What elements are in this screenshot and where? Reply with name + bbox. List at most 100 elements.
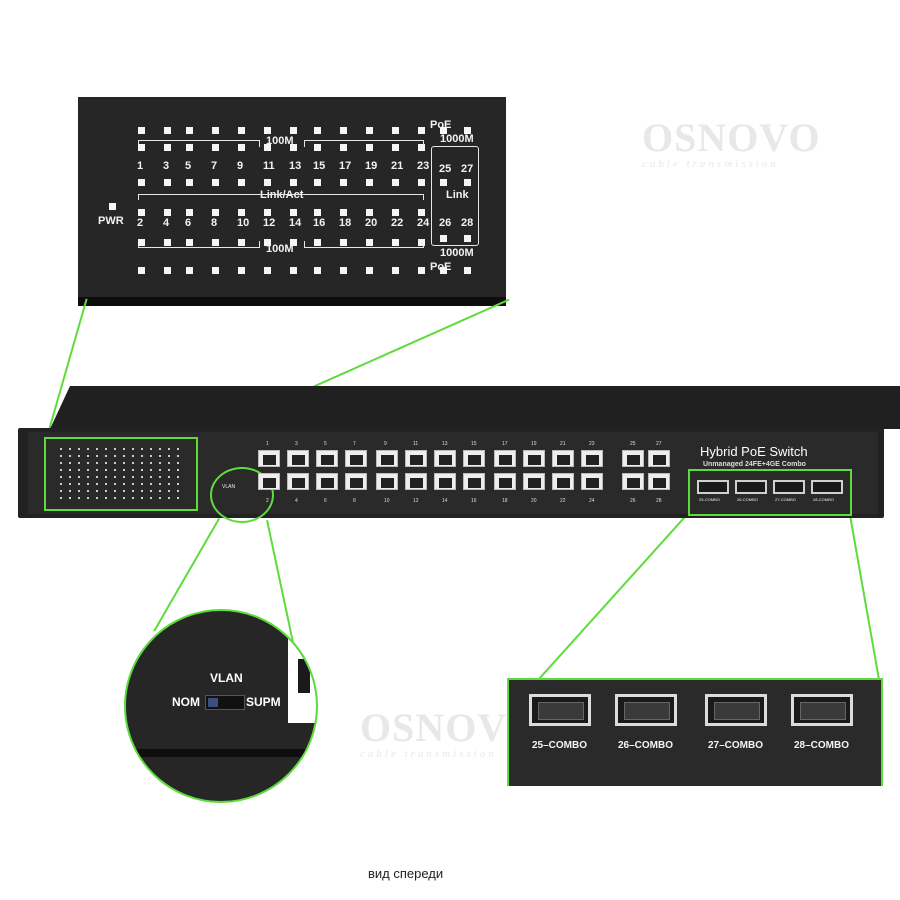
vlan-toggle[interactable] [205,695,245,710]
port-number: 18 [339,217,352,229]
port-label: 24 [589,498,595,504]
rj45-port[interactable] [287,450,309,467]
rj45-port[interactable] [523,473,545,490]
rj45-port[interactable] [345,450,367,467]
rj45-port[interactable] [463,450,485,467]
uplink-port[interactable] [622,450,644,467]
rj45-port[interactable] [345,473,367,490]
mini-led [105,448,107,450]
uplink-port[interactable] [648,473,670,490]
rj45-port[interactable] [494,450,516,467]
port-label: 15 [471,441,477,447]
uplink-port[interactable] [648,450,670,467]
mini-led [123,469,125,471]
sfp-cage[interactable] [705,694,767,726]
status-led [340,144,347,151]
rj45-port[interactable] [316,450,338,467]
status-led [366,239,373,246]
combo-led [440,267,447,274]
sfp-highlight [688,469,852,516]
rj45-port[interactable] [405,450,427,467]
sfp-port[interactable] [697,480,729,494]
mini-led [168,476,170,478]
rj45-port[interactable] [376,473,398,490]
nom-label: NOM [172,695,200,709]
mini-led [177,448,179,450]
port-label: 26 [630,498,636,504]
led-panel-zoom: PoE 1000M 100M Link/Act Link PWR 100M 10… [78,97,506,306]
rj45-port[interactable] [405,473,427,490]
status-led [264,267,271,274]
sfp-cage[interactable] [615,694,677,726]
mini-led [78,469,80,471]
uplink-port[interactable] [622,473,644,490]
sfp-label: 25-COMBO [699,497,720,502]
port-number: 17 [339,160,352,172]
rj45-port[interactable] [316,473,338,490]
port-number: 9 [237,160,244,172]
mini-led [78,490,80,492]
mini-led [159,469,161,471]
rj45-port[interactable] [581,450,603,467]
mini-led [60,469,62,471]
port-number: 15 [313,160,326,172]
rj45-port[interactable] [434,450,456,467]
mini-led [159,483,161,485]
mini-led [60,448,62,450]
mini-led [141,476,143,478]
rj45-port[interactable] [552,473,574,490]
rj45-port[interactable] [258,450,280,467]
status-led [138,239,145,246]
sfp-cage[interactable] [529,694,591,726]
rj45-port[interactable] [258,473,280,490]
label-1000m-top: 1000M [440,133,474,145]
combo-port-25: 25 [439,163,452,175]
led-area-highlight [44,437,198,511]
status-led [238,179,245,186]
sfp-port[interactable] [735,480,767,494]
mini-led [69,469,71,471]
mini-led [114,469,116,471]
combo-led [464,179,471,186]
port-label: 16 [471,498,477,504]
port-label: 6 [324,498,327,504]
mini-led [69,462,71,464]
rj45-port[interactable] [581,473,603,490]
mini-led [96,476,98,478]
mini-led [150,469,152,471]
sfp-port[interactable] [811,480,843,494]
rj45-port[interactable] [523,450,545,467]
mini-led [60,476,62,478]
port-number: 6 [185,217,192,229]
port-number: 4 [163,217,170,229]
mini-led [132,455,134,457]
label-1000m-bottom: 1000M [440,247,474,259]
status-led [418,127,425,134]
port-label: 21 [560,441,566,447]
rj45-port[interactable] [376,450,398,467]
mini-led [96,490,98,492]
status-led [418,144,425,151]
combo-led [440,179,447,186]
port-number: 14 [289,217,302,229]
sfp-cage[interactable] [791,694,853,726]
mini-led [141,448,143,450]
mini-led [69,476,71,478]
mini-led [96,448,98,450]
rj45-port[interactable] [552,450,574,467]
rj45-port[interactable] [463,473,485,490]
caption: вид спереди [368,866,444,881]
mini-led [60,455,62,457]
mini-led [159,490,161,492]
status-led [238,209,245,216]
sfp-port[interactable] [773,480,805,494]
rj45-port[interactable] [287,473,309,490]
mini-led [123,483,125,485]
rj45-port[interactable] [434,473,456,490]
port-number: 22 [391,217,404,229]
panel-bottom-edge [126,749,316,757]
rj45-port[interactable] [494,473,516,490]
status-led [392,209,399,216]
mini-led [132,469,134,471]
mini-led [114,455,116,457]
